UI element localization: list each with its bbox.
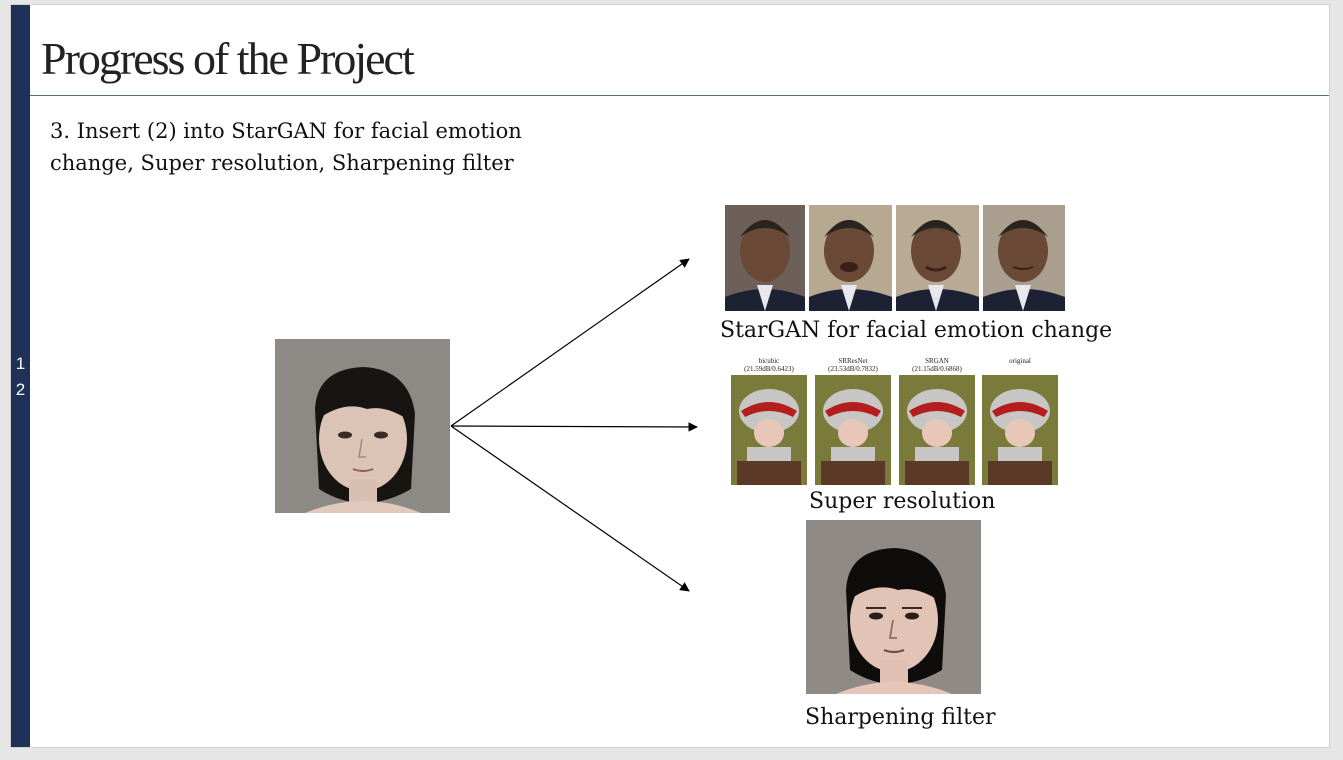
super-resolution-caption: Super resolution	[809, 489, 996, 514]
sharpening-caption: Sharpening filter	[805, 705, 996, 730]
sr-panel-original	[982, 375, 1058, 485]
sr-label-srresnet-name: SRResNet	[838, 357, 868, 365]
stargan-emotion-strip	[725, 205, 1065, 311]
sr-label-bicubic-name: bicubic	[758, 357, 780, 365]
sr-label-bicubic-score: (21.59dB/0.6423)	[744, 365, 794, 373]
sr-panel-bicubic	[731, 375, 807, 485]
step-description: 3. Insert (2) into StarGAN for facial em…	[50, 119, 522, 175]
stargan-face-4	[983, 205, 1065, 311]
arrow-to-stargan	[450, 258, 690, 427]
arrow-to-sharpening	[450, 425, 690, 592]
sr-label-srgan-score: (21.15dB/0.6868)	[912, 365, 962, 373]
slide-number: 1 2	[11, 351, 30, 403]
sr-label-original-name: original	[1009, 357, 1031, 365]
sr-label-original: original	[982, 357, 1058, 365]
sr-label-bicubic: bicubic (21.59dB/0.6423)	[731, 357, 807, 373]
slide: 1 2 Progress of the Project 3. Insert (2…	[10, 4, 1330, 748]
sharpened-face-image	[806, 520, 981, 694]
stargan-face-3	[896, 205, 979, 311]
input-face-image	[275, 339, 450, 513]
super-resolution-strip: bicubic (21.59dB/0.6423) SRResNet (23.53…	[729, 357, 1059, 487]
stargan-face-2	[809, 205, 892, 311]
arrow-to-super-resolution	[450, 422, 698, 432]
sr-label-srresnet: SRResNet (23.53dB/0.7832)	[815, 357, 891, 373]
stargan-caption: StarGAN for facial emotion change	[720, 318, 1113, 343]
title-divider	[30, 95, 1329, 96]
slide-number-digit-2: 2	[15, 380, 26, 399]
branch-arrows	[450, 258, 698, 592]
sr-panel-srgan	[899, 375, 975, 485]
stargan-face-1	[725, 205, 805, 311]
sr-label-srresnet-score: (23.53dB/0.7832)	[828, 365, 878, 373]
sr-label-srgan-name: SRGAN	[925, 357, 949, 365]
sr-panel-srresnet	[815, 375, 891, 485]
slide-number-digit-1: 1	[15, 354, 26, 373]
slide-side-bar	[11, 5, 30, 747]
sr-label-srgan: SRGAN (21.15dB/0.6868)	[899, 357, 975, 373]
slide-title: Progress of the Project	[41, 33, 415, 84]
